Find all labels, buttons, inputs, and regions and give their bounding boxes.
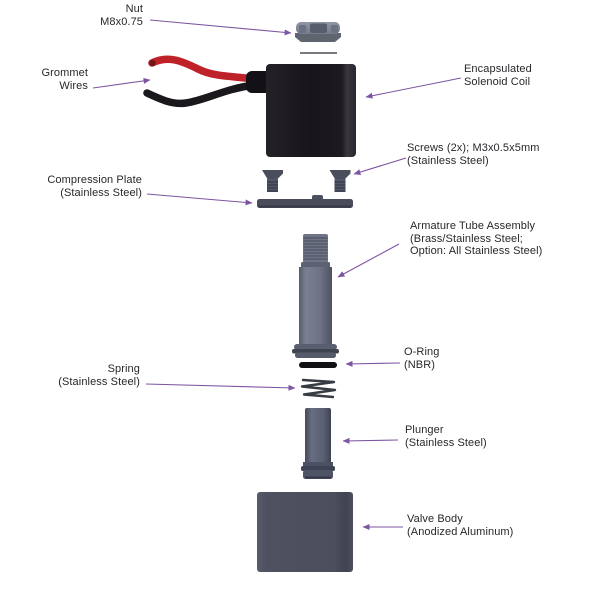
spring-coil-outline — [300, 378, 337, 399]
label-grommet-wires: Grommet Wires — [18, 67, 88, 92]
tube-flange-groove — [292, 349, 339, 354]
label-o-ring: O-Ring (NBR) — [404, 346, 439, 371]
label-solenoid-coil: Encapsulated Solenoid Coil — [464, 63, 532, 88]
tube-flange-lower — [295, 352, 336, 358]
screw-left — [262, 170, 283, 192]
label-compression-plate: Compression Plate (Stainless Steel) — [30, 174, 142, 199]
compression-plate-part — [257, 195, 353, 208]
label-line: O-Ring — [404, 346, 440, 358]
leader-arrow-grommet-wires — [92, 77, 151, 89]
plunger-ring — [303, 462, 333, 467]
label-plunger: Plunger (Stainless Steel) — [405, 424, 487, 449]
o-ring-part — [299, 362, 337, 368]
label-line: Encapsulated — [464, 63, 532, 75]
label-line: (Anodized Aluminum) — [407, 525, 514, 538]
spring-part — [300, 378, 337, 399]
valve-body-part — [257, 492, 353, 572]
wire-grommet — [246, 71, 272, 93]
label-spring: Spring (Stainless Steel) — [40, 363, 140, 388]
label-line: Solenoid Coil — [464, 75, 531, 88]
tube-flange-upper — [294, 344, 337, 350]
label-line: Compression Plate — [47, 174, 142, 186]
leader-arrow-armature-tube — [337, 243, 400, 278]
label-screws: Screws (2x); M3x0.5x5mm (Stainless Steel… — [407, 142, 540, 167]
screw-right — [329, 170, 351, 192]
label-line: Armature Tube Assembly — [410, 220, 536, 232]
solenoid-coil-part — [246, 64, 356, 157]
label-line: (Stainless Steel) — [405, 436, 487, 449]
leader-arrows — [92, 19, 462, 530]
leader-arrow-spring — [145, 383, 296, 391]
leader-arrow-screws — [353, 157, 407, 175]
tube-body — [299, 267, 332, 345]
label-line: (Stainless Steel) — [407, 154, 489, 167]
label-line: Wires — [59, 79, 88, 92]
label-armature-tube: Armature Tube Assembly (Brass/Stainless … — [410, 220, 542, 258]
label-line: Plunger — [405, 424, 444, 436]
nut-facet — [299, 25, 306, 33]
plunger-part — [301, 408, 335, 479]
label-nut: Nut M8x0.75 — [60, 3, 143, 28]
plunger-tip-edge — [305, 476, 331, 479]
plate-shadow-edge — [259, 205, 351, 208]
red-wire — [148, 55, 258, 83]
nut-facet — [310, 23, 327, 33]
coil-body — [266, 64, 356, 157]
label-line: (Stainless Steel) — [60, 186, 142, 199]
leader-arrow-o-ring — [345, 360, 401, 367]
label-line: Spring — [107, 363, 140, 375]
black-wire — [143, 81, 258, 108]
leader-arrow-nut — [149, 19, 292, 36]
label-line: (Stainless Steel) — [58, 375, 140, 388]
plunger-ring-groove — [301, 466, 335, 471]
label-line: Option: All Stainless Steel) — [410, 245, 543, 257]
nut-facet — [331, 25, 338, 33]
nut-flange — [295, 33, 341, 42]
label-valve-body: Valve Body (Anodized Aluminum) — [407, 513, 513, 538]
label-line: Nut — [125, 3, 143, 15]
leader-arrow-solenoid-coil — [365, 77, 462, 99]
label-line: (Brass/Stainless Steel; — [410, 232, 523, 245]
leader-arrow-compression-plate — [146, 193, 253, 206]
leader-arrow-plunger — [342, 437, 399, 444]
grommet-wires-part — [143, 55, 258, 108]
plunger-body — [305, 408, 331, 464]
label-line: M8x0.75 — [100, 15, 143, 28]
red-wire-cut-end — [149, 59, 156, 67]
label-line: Screws (2x); M3x0.5x5mm — [407, 142, 540, 154]
label-line: Valve Body — [407, 513, 463, 525]
thread-lines — [303, 237, 328, 260]
label-line: Grommet — [41, 67, 88, 79]
nut-part — [295, 22, 341, 54]
screws-part — [262, 170, 351, 192]
valve-body-block — [257, 492, 353, 572]
label-line: (NBR) — [404, 358, 436, 371]
armature-tube-part — [292, 234, 339, 358]
o-ring-profile — [299, 362, 337, 368]
